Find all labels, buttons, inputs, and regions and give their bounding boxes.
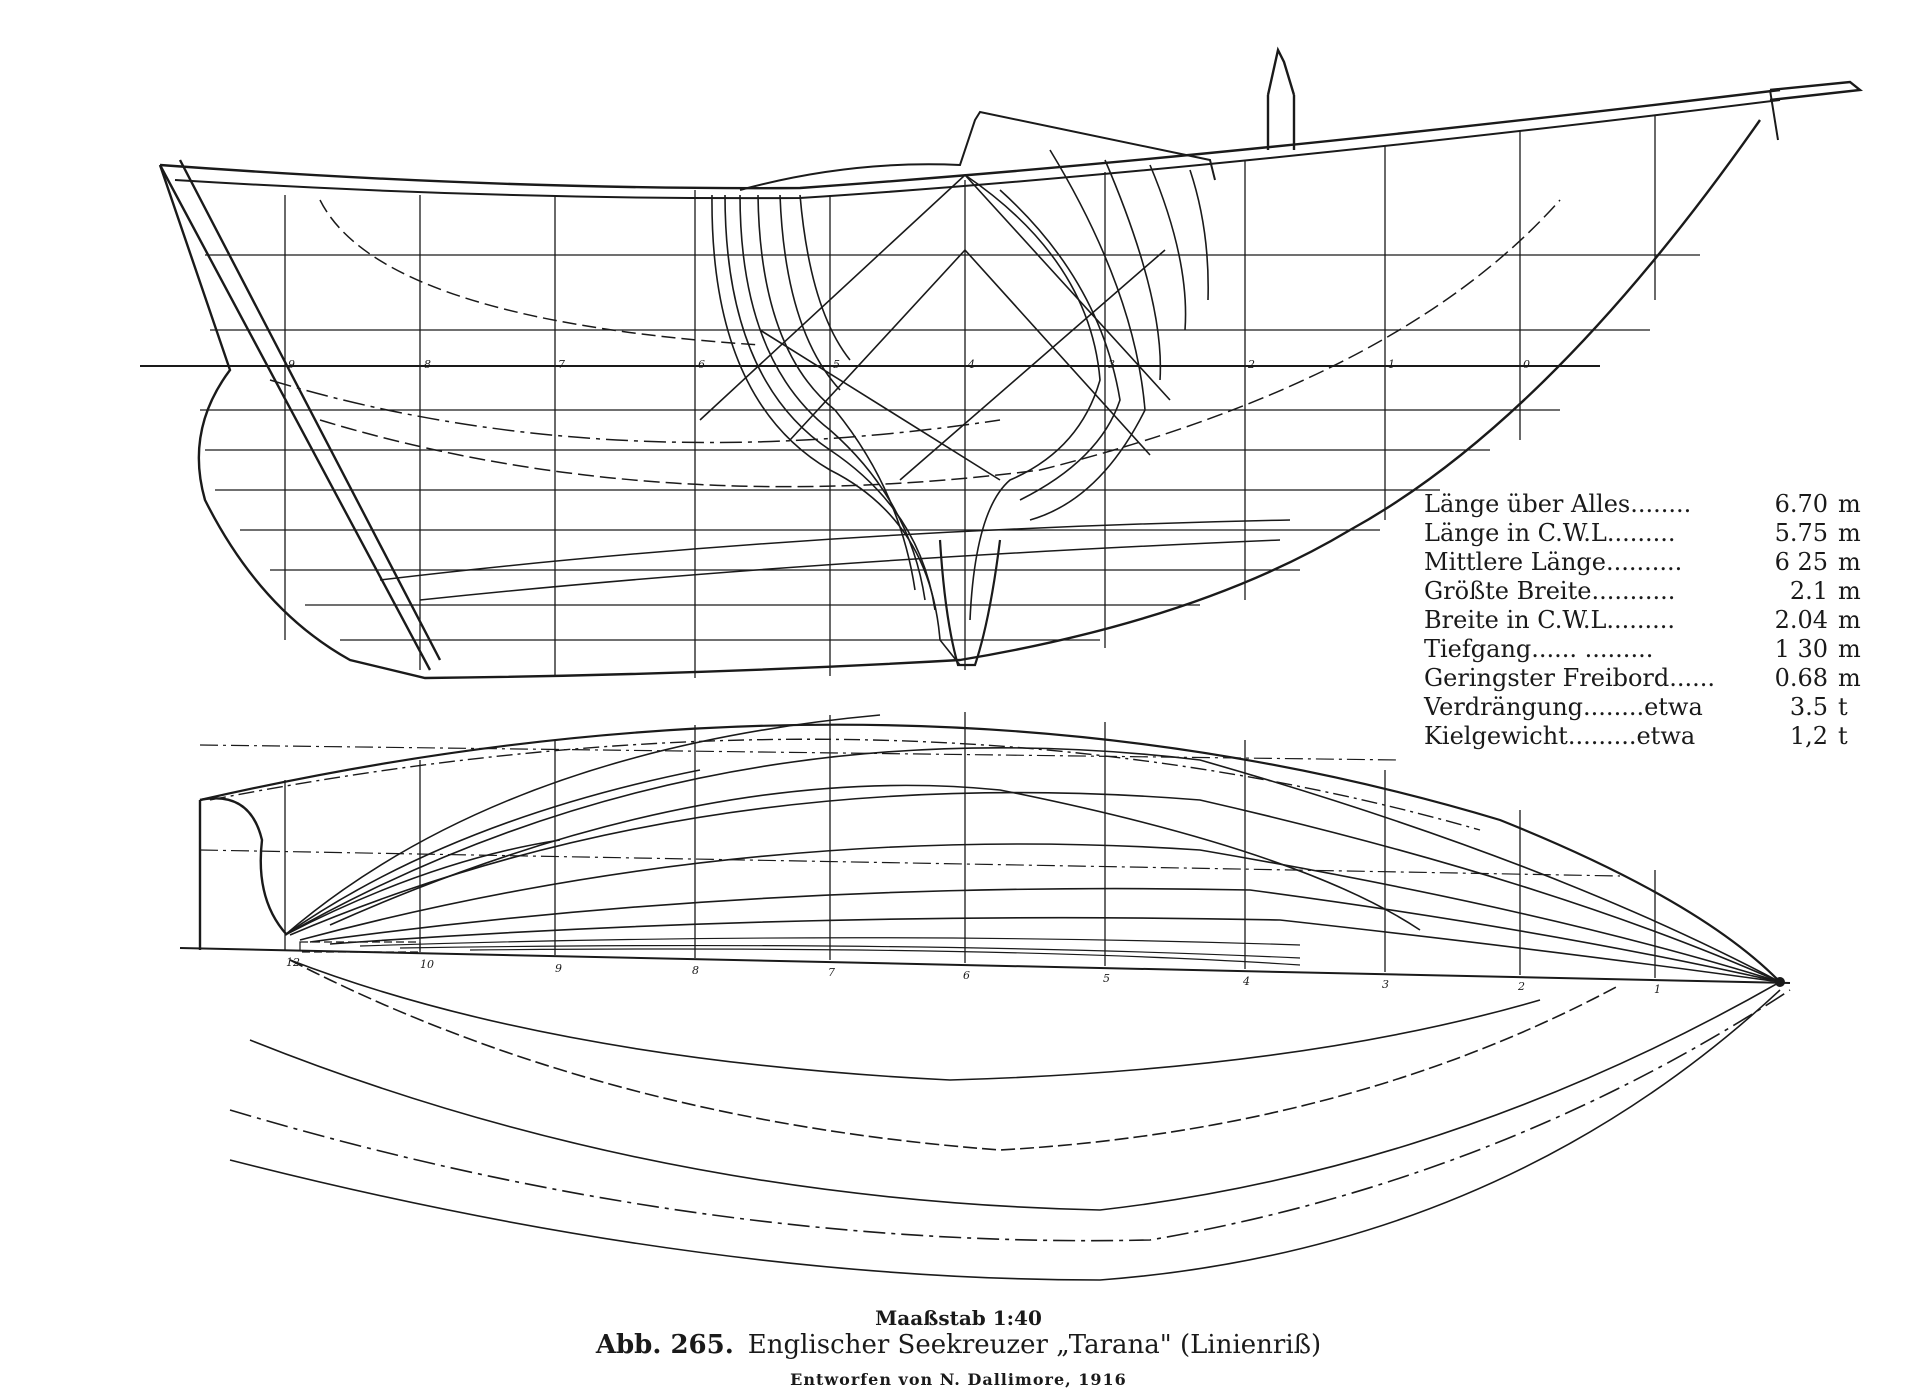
spec-unit: m	[1838, 548, 1861, 576]
station-label: 7	[558, 358, 565, 371]
spec-unit: m	[1838, 577, 1861, 605]
sheer-half-breadth	[199, 723, 1781, 983]
spec-value: 5.75	[1774, 519, 1828, 547]
spec-row: Breite in C.W.L......... 2.04 m	[1424, 606, 1870, 635]
station-label: 9	[288, 358, 295, 371]
bowsprit	[1769, 80, 1864, 102]
station-label: 1	[1388, 358, 1395, 371]
center-line	[179, 947, 1791, 984]
plan-station-label: 7	[828, 966, 835, 979]
diagonal-plan	[229, 959, 1791, 1281]
plan-station-label: 3	[1382, 978, 1389, 991]
profile-plan	[140, 46, 1864, 680]
plan-station-label: 9	[555, 962, 562, 975]
figure-title: Abb. 265. Englischer Seekreuzer „Tarana" …	[0, 1330, 1917, 1360]
author-caption: Entworfen von N. Dallimore, 1916	[790, 1370, 1127, 1389]
spec-row: Tiefgang...... ......... 1 30 m	[1424, 635, 1870, 664]
spec-row: Länge über Alles........ 6.70 m	[1424, 490, 1870, 519]
plan-station-label: 8	[692, 964, 699, 977]
sheer-line	[159, 88, 1781, 190]
spec-row: Länge in C.W.L......... 5.75 m	[1424, 519, 1870, 548]
spec-unit: m	[1838, 635, 1861, 663]
spec-label: Länge in C.W.L.........	[1424, 519, 1676, 547]
cabin-top	[739, 110, 1216, 191]
spec-label: Breite in C.W.L.........	[1424, 606, 1676, 634]
waterlines	[200, 254, 1700, 641]
spec-value: 3.5	[1789, 693, 1828, 721]
plan-station-label: 10	[420, 958, 434, 971]
spec-unit: m	[1838, 664, 1861, 692]
transom	[1769, 89, 1779, 141]
spec-unit: m	[1838, 490, 1861, 518]
station-label: 3	[1108, 358, 1115, 371]
plan-station-label: 2	[1518, 980, 1525, 993]
spec-row: Geringster Freibord...... 0.68 m	[1424, 664, 1870, 693]
spec-label: Größte Breite...........	[1424, 577, 1676, 605]
spec-label: Geringster Freibord......	[1424, 664, 1716, 692]
station-label: 2	[1248, 358, 1255, 371]
plan-station-label: 4	[1243, 975, 1250, 988]
plan-station-label: 5	[1103, 972, 1110, 985]
spec-label: Mittlere Länge..........	[1424, 548, 1683, 576]
spec-unit: t	[1838, 693, 1848, 721]
station-label: 4	[968, 358, 975, 371]
deck-line	[174, 99, 1781, 200]
hull-profile-outline	[158, 119, 1761, 680]
spec-unit: m	[1838, 606, 1861, 634]
spec-row: Kielgewicht.........etwa 1,2 t	[1424, 722, 1870, 751]
station-label: 5	[833, 358, 840, 371]
spec-unit: t	[1838, 722, 1848, 750]
spec-label: Länge über Alles........	[1424, 490, 1692, 518]
body-plan-sections	[699, 149, 1209, 667]
spec-value: 6.70	[1774, 490, 1828, 518]
plan-waterlines	[284, 714, 1781, 983]
plan-station-label: 1	[1654, 983, 1661, 996]
figure-number: Abb. 265.	[595, 1330, 734, 1360]
spec-row: Verdrängung........etwa 3.5 t	[1424, 693, 1870, 722]
specification-table: Länge über Alles........ 6.70 m Länge in…	[1424, 490, 1870, 751]
half-breadth-plan	[179, 712, 1791, 987]
spec-label: Tiefgang...... .........	[1424, 635, 1654, 663]
mast	[1266, 46, 1296, 150]
station-lines	[284, 115, 1656, 678]
transom-outline	[198, 797, 288, 950]
plan-station-label: 6	[963, 969, 970, 982]
station-label: 6	[698, 358, 705, 371]
spec-label: Verdrängung........etwa	[1424, 693, 1703, 721]
keel-fin	[938, 539, 1002, 667]
spec-value: 1,2	[1789, 722, 1828, 750]
spec-value: 1 30	[1774, 635, 1828, 663]
spec-row: Größte Breite........... 2.1 m	[1424, 577, 1870, 606]
scale-caption: Maaßstab 1:40	[875, 1306, 1042, 1330]
station-label: 8	[424, 358, 431, 371]
spec-unit: m	[1838, 519, 1861, 547]
spec-row: Mittlere Länge.......... 6 25 m	[1424, 548, 1870, 577]
plan-station-label: 12	[286, 956, 300, 969]
figure-title-text: Englischer Seekreuzer „Tarana" (Linienri…	[747, 1330, 1322, 1360]
spec-label: Kielgewicht.........etwa	[1424, 722, 1696, 750]
deck-half-breadth	[209, 738, 1481, 831]
spec-value: 2.04	[1774, 606, 1828, 634]
plan-reference-lines	[199, 744, 1621, 877]
station-label: 0	[1523, 358, 1530, 371]
spec-value: 2.1	[1789, 577, 1828, 605]
rudder-hatch	[299, 941, 421, 953]
plan-station-lines	[284, 712, 1656, 978]
spec-value: 6 25	[1774, 548, 1828, 576]
spec-value: 0.68	[1774, 664, 1828, 692]
